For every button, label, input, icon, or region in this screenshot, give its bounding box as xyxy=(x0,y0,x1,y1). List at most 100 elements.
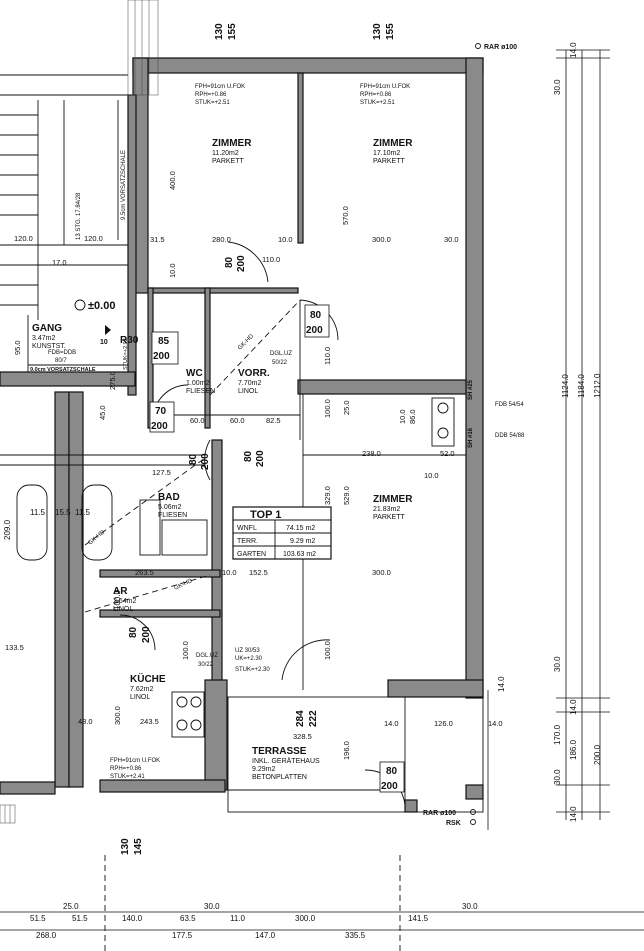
wall-wc-right xyxy=(204,287,211,429)
dim-label: 10.0 xyxy=(424,471,439,480)
wall-mid-right xyxy=(297,379,467,395)
note-line: STUK=+2.30 xyxy=(235,667,270,673)
dim-label: 14.0 xyxy=(569,699,578,715)
note-line: STUK=+2.41 xyxy=(110,774,145,780)
dim-label: 570.0 xyxy=(341,206,350,225)
label-gk: GK-HD xyxy=(173,578,194,592)
dim-label: 170.0 xyxy=(553,724,562,745)
room-area: 11.20m2 xyxy=(212,150,239,157)
room-area: 17.10m2 xyxy=(373,150,400,157)
dim-label: 1212.0 xyxy=(593,373,602,398)
dim-label: 147.0 xyxy=(255,931,276,940)
window-mark: 130 155 xyxy=(372,23,396,40)
table-title: TOP 1 xyxy=(250,509,281,521)
dim-label: 30.0 xyxy=(553,769,562,785)
dim-label: 120.0 xyxy=(14,234,33,243)
room-area: 7.62m2 xyxy=(130,686,153,693)
room-area: 1.00m2 xyxy=(186,380,209,387)
door-mark: 85 200 xyxy=(151,331,179,365)
dim-label: 14.0 xyxy=(488,719,503,728)
dim-label: 30.0 xyxy=(553,656,562,672)
door-mark: 80 200 xyxy=(379,761,405,793)
door-height: 200 xyxy=(255,450,266,467)
dim-label: 200.0 xyxy=(593,744,602,765)
dim-label: 100.0 xyxy=(113,589,122,610)
door-mark: 80 200 xyxy=(243,450,266,467)
label-rar: RAR ø100 xyxy=(423,810,456,817)
room-area: 5.06m2 xyxy=(158,504,181,511)
dim-label: 196.0 xyxy=(342,741,351,760)
door-height: 200 xyxy=(200,453,211,470)
room-ar: AR 2.64m2 LINOL xyxy=(113,586,136,613)
door-mark: 80 200 xyxy=(188,453,211,470)
note-line: UK=+2.30 xyxy=(235,656,263,662)
room-floor: PARKETT xyxy=(373,514,405,521)
dim-label: 100.0 xyxy=(181,641,190,660)
dim-label: 10.0 xyxy=(168,263,177,278)
label-fdb: 80/7 xyxy=(55,358,67,364)
room-zimmer-big: ZIMMER 21.83m2 PARKETT xyxy=(373,494,413,521)
room-zimmer-right: ZIMMER 17.10m2 PARKETT xyxy=(373,138,413,165)
dim-label: 63.5 xyxy=(180,914,196,923)
wall-zimmer-divide xyxy=(297,72,304,244)
note-line: STUK=+2.51 xyxy=(360,100,395,106)
dim-label: 186.0 xyxy=(569,739,578,760)
door-width: 85 xyxy=(158,336,170,347)
door-marks: 80 200 80 200 85 200 70 200 80 200 80 20… xyxy=(120,23,405,855)
room-bad: BAD 5.06m2 FLIESEN xyxy=(158,492,187,519)
dim-label: 209.0 xyxy=(3,519,12,540)
dim-label: 133.5 xyxy=(5,643,24,652)
label-r30: R30 xyxy=(120,335,139,346)
dim-label: 177.5 xyxy=(172,931,193,940)
label-dgl: 50/22 xyxy=(272,360,288,366)
wall-kitchen-right xyxy=(204,679,228,791)
stairs xyxy=(0,0,159,320)
note-line: UZ 30/53 xyxy=(235,648,260,654)
door-width: 80 xyxy=(243,450,254,462)
dim-label: 120.0 xyxy=(84,234,103,243)
wall-core-right xyxy=(68,391,84,788)
room-area: 7.70m2 xyxy=(238,380,261,387)
room-kueche: KÜCHE 7.62m2 LINOL xyxy=(130,672,166,701)
dimension-labels: 400.0 570.0 31.5 280.0 10.0 300.0 30.0 1… xyxy=(3,42,602,940)
room-name: WC xyxy=(186,368,203,379)
label-ddb: DDB 54/88 xyxy=(495,433,525,439)
dim-label: 335.5 xyxy=(345,931,366,940)
dim-label: 1184.0 xyxy=(577,374,586,398)
room-area: 3.47m2 xyxy=(32,335,55,342)
wall-top xyxy=(132,57,484,74)
door-mark: 80 200 xyxy=(304,304,330,338)
label-shaft: SH #16 xyxy=(468,427,474,448)
label-dgl: DGL.UZ xyxy=(270,351,292,357)
dim-label: 82.5 xyxy=(266,416,281,425)
dim-label: 14.0 xyxy=(497,676,506,692)
room-gang: GANG 3.47m2 KUNSTST. xyxy=(32,323,66,350)
door-height: 200 xyxy=(153,351,170,362)
dim-label: 48.0 xyxy=(78,717,93,726)
note-line: RPH=+0.86 xyxy=(195,92,227,98)
dim-label: 275.0 xyxy=(108,371,117,390)
label-rar: RAR ø100 xyxy=(484,44,517,51)
dim-label: 126.0 xyxy=(434,719,453,728)
dim-label: 329.0 xyxy=(323,486,332,505)
door-width: 80 xyxy=(224,256,235,268)
dim-label: 86.0 xyxy=(408,409,417,424)
window-notes: FPH=91cm U.FOK RPH=+0.86 STUK=+2.51 FPH=… xyxy=(110,84,410,780)
door-height: 200 xyxy=(141,626,152,643)
dim-label: 140.0 xyxy=(122,914,143,923)
dim-label: 300.0 xyxy=(372,235,391,244)
dim-label: 95.0 xyxy=(13,340,22,355)
door-mark: 284 222 xyxy=(295,710,319,727)
door-width: 80 xyxy=(386,766,398,777)
dim-label: 238.0 xyxy=(362,449,381,458)
dim-label: 51.5 xyxy=(30,914,46,923)
dim-label: 300.0 xyxy=(113,706,122,725)
dim-label: 60.0 xyxy=(190,416,205,425)
label-dgl: DGL.UZ xyxy=(196,653,218,659)
room-name: ZIMMER xyxy=(212,138,252,149)
room-floor: LINOL xyxy=(238,388,258,395)
room-name: TERRASSE xyxy=(252,746,307,757)
label-fdb: FDB=DDB xyxy=(48,350,76,356)
wall-right xyxy=(465,57,484,699)
